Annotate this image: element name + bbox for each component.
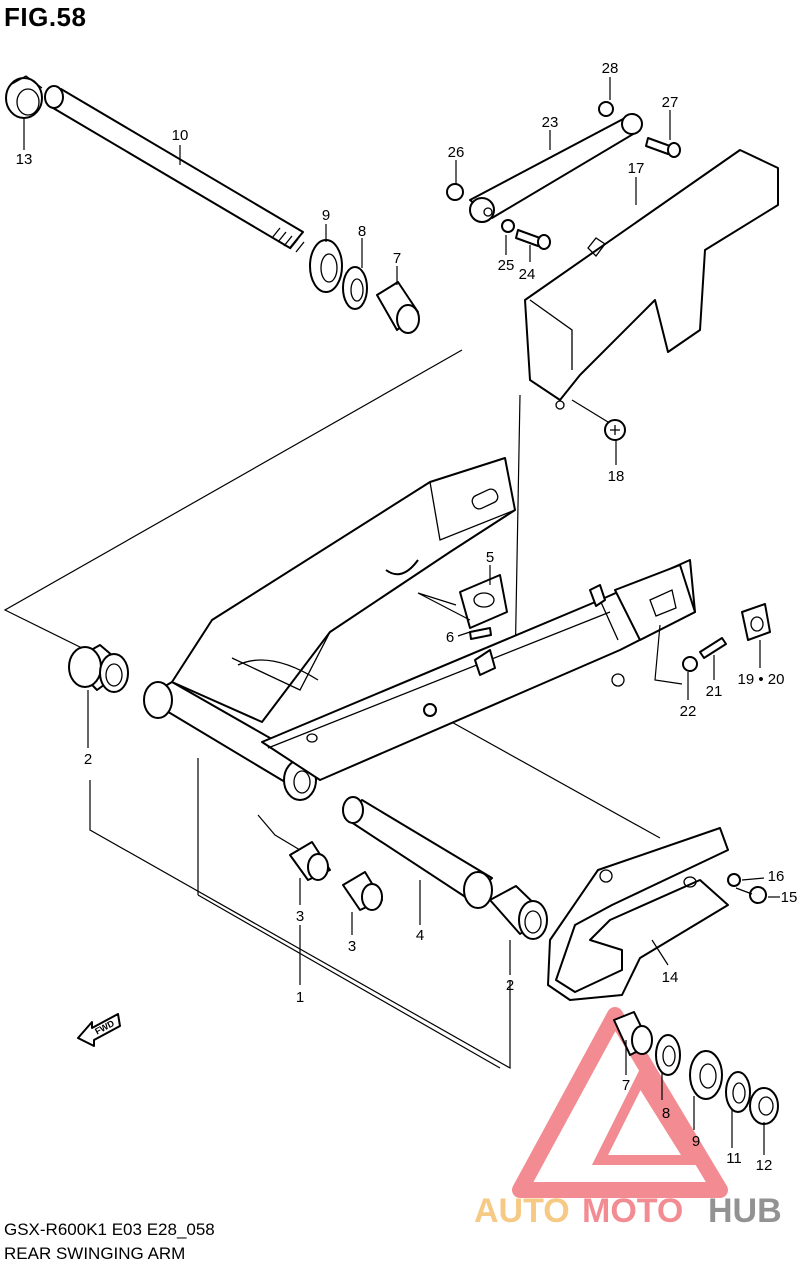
callout-13: 13 — [16, 151, 33, 168]
callout-4: 4 — [416, 927, 424, 944]
swing-arm-1 — [143, 457, 696, 801]
callout-2-right: 2 — [506, 977, 514, 994]
callout-6: 6 — [446, 629, 454, 646]
washer-8-lower — [655, 1034, 681, 1076]
watermark-logo: AUTO MOTO HUB — [474, 1007, 782, 1230]
callout-labels: 13 10 9 8 7 28 27 23 26 17 25 24 18 5 6 … — [16, 60, 798, 1174]
screw-15 — [735, 886, 767, 904]
callout-8-upper: 8 — [358, 223, 366, 240]
callout-11: 11 — [726, 1150, 742, 1167]
guide-line-bush — [257, 814, 301, 851]
chain-slider-14 — [547, 827, 729, 1001]
model-code: GSX-R600K1 E03 E28_058 — [4, 1220, 215, 1239]
callout-15: 15 — [781, 889, 798, 906]
callout-8-lower: 8 — [662, 1105, 670, 1122]
hose-clamp — [385, 559, 419, 576]
callout-7-lower: 7 — [622, 1077, 630, 1094]
guide-line-guard — [514, 394, 521, 671]
callout-25: 25 — [498, 257, 515, 274]
callout-19-20: 19 • 20 — [738, 671, 785, 688]
washer-8 — [342, 266, 368, 310]
callout-28: 28 — [602, 60, 619, 77]
callout-1: 1 — [296, 989, 304, 1006]
washer-11 — [725, 1071, 751, 1113]
watermark-word-3: HUB — [708, 1192, 782, 1230]
watermark-word-1: AUTO — [474, 1192, 570, 1230]
fwd-arrow-icon: FWD — [77, 1013, 121, 1047]
chain-guard-17 — [524, 149, 779, 410]
pivot-nut-13 — [5, 75, 43, 119]
callout-10: 10 — [172, 127, 189, 144]
callout-9-lower: 9 — [692, 1133, 700, 1150]
callout-21: 21 — [706, 683, 723, 700]
callout-7-upper: 7 — [393, 250, 401, 267]
diagram-name: REAR SWINGING ARM — [4, 1244, 186, 1263]
callout-22: 22 — [680, 703, 697, 720]
callout-27: 27 — [662, 94, 679, 111]
screw-18 — [571, 399, 626, 441]
spacer-7-lower — [613, 1011, 653, 1056]
callout-5: 5 — [486, 549, 494, 566]
nut-22 — [682, 656, 698, 672]
bush-3-lower — [342, 871, 383, 911]
guide-line-shaft — [3, 349, 463, 653]
bracket-5 — [417, 574, 508, 629]
callout-24: 24 — [519, 266, 536, 283]
guide-line-frame — [197, 758, 501, 1069]
bolt-27 — [645, 137, 681, 158]
guide-line-slider — [429, 709, 661, 839]
callout-14: 14 — [662, 969, 679, 986]
bush-2-right — [489, 885, 548, 940]
spacer-7-upper — [376, 281, 420, 334]
bolt-21 — [699, 637, 727, 659]
callout-3-upper: 3 — [296, 908, 304, 925]
bracket-23 — [469, 113, 643, 223]
callout-18: 18 — [608, 468, 625, 485]
spacer-4 — [342, 796, 493, 909]
callout-26: 26 — [448, 144, 465, 161]
bolt-6 — [469, 627, 492, 640]
leader-lines — [23, 77, 780, 1155]
chain-adjuster-19-20 — [741, 603, 771, 641]
bush-3-upper — [289, 841, 331, 881]
washer-25 — [501, 219, 515, 233]
callout-2-left: 2 — [84, 751, 92, 768]
callout-12: 12 — [756, 1157, 773, 1174]
bush-2-left — [68, 644, 129, 693]
callout-17: 17 — [628, 160, 645, 177]
callout-23: 23 — [542, 114, 559, 131]
callout-3-lower: 3 — [348, 938, 356, 955]
pivot-shaft-10 — [44, 85, 305, 253]
nut-12 — [749, 1087, 779, 1125]
nut-28 — [598, 101, 614, 117]
collar-16 — [727, 873, 741, 887]
watermark-word-2: MOTO — [582, 1192, 683, 1230]
bearing-seal-9-lower — [689, 1050, 723, 1100]
callout-16: 16 — [768, 868, 785, 885]
bolt-24 — [515, 229, 551, 250]
nut-26 — [446, 183, 464, 201]
callout-9-upper: 9 — [322, 207, 330, 224]
figure-title: FIG.58 — [4, 2, 87, 32]
bearing-seal-9 — [309, 239, 343, 293]
